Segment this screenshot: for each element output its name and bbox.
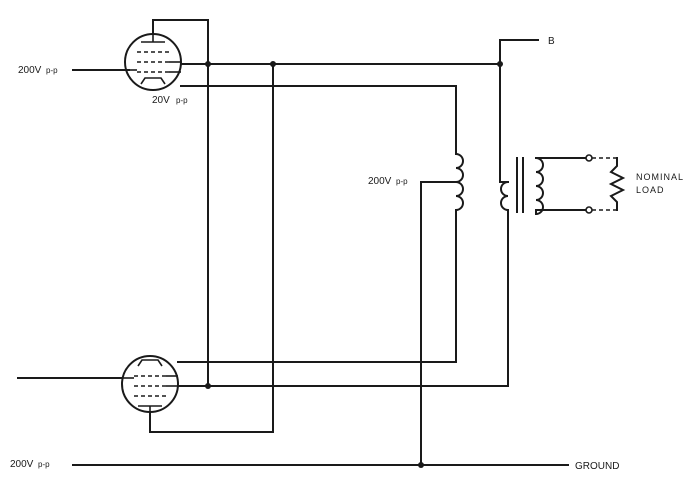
grid-top-voltage: 20V (152, 95, 170, 106)
grid-top-unit: p-p (176, 96, 188, 105)
bottom-input-voltage: 200V (10, 459, 34, 470)
labels: 200V p-p 20V p-p 200V p-p 200V p-p B NOM… (10, 36, 684, 472)
input-top-unit: p-p (46, 66, 58, 75)
choke-coil (454, 152, 464, 212)
bottom-tube (121, 355, 179, 413)
supply-label: B (548, 36, 555, 47)
coil-voltage: 200V (368, 176, 392, 187)
load-label-line1: NOMINAL (636, 172, 684, 182)
bottom-input-unit: p-p (38, 460, 50, 469)
junctions (205, 61, 503, 468)
nominal-load (585, 154, 626, 214)
wiring (17, 19, 569, 466)
ground-label: GROUND (575, 461, 619, 472)
top-tube (124, 33, 182, 91)
coil-voltage-unit: p-p (396, 177, 408, 186)
input-top-voltage: 200V (18, 65, 42, 76)
bottom-tube-envelope (121, 355, 179, 413)
output-transformer (500, 156, 587, 216)
load-label-line2: LOAD (636, 185, 665, 195)
